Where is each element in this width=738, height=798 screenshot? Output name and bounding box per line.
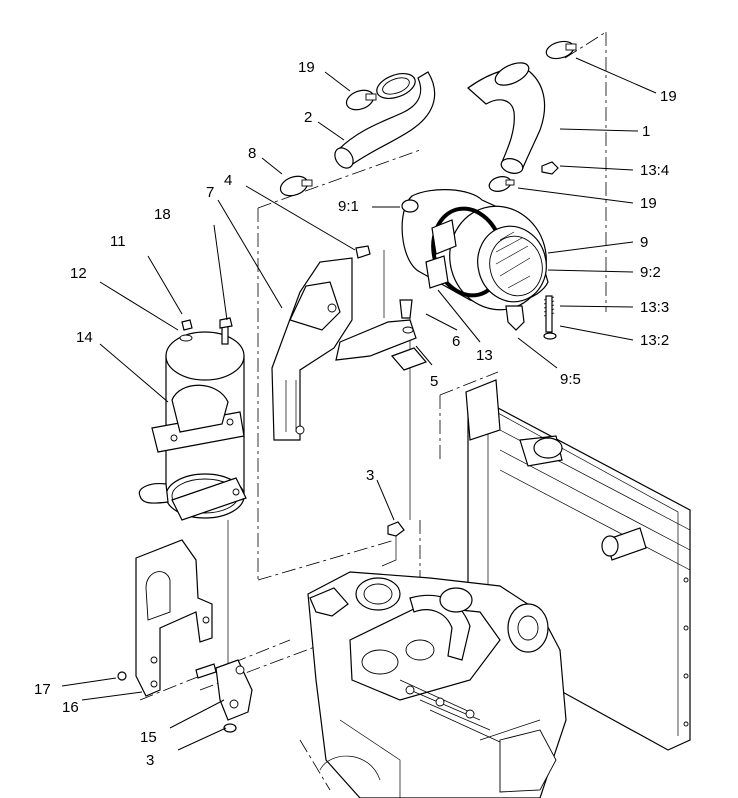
plate-5 bbox=[355, 245, 428, 371]
hose-2 bbox=[334, 71, 436, 169]
callout-13-4: 13:4 bbox=[640, 162, 669, 179]
callout-17: 17 bbox=[34, 681, 51, 698]
callout-6: 6 bbox=[452, 333, 460, 350]
callout-9-1: 9:1 bbox=[338, 198, 359, 215]
callout-16: 16 bbox=[62, 699, 79, 716]
callout-13: 13 bbox=[476, 347, 493, 364]
leader-lines bbox=[61, 57, 657, 751]
callout-9-2: 9:2 bbox=[640, 264, 661, 281]
callout-9: 9 bbox=[640, 234, 648, 251]
bracket-15 bbox=[195, 659, 253, 733]
muffler-14 bbox=[138, 317, 247, 521]
callout-labels: 19 2 8 4 18 7 11 12 14 9:1 19 1 13:4 19 … bbox=[34, 59, 677, 769]
callout-13-3: 13:3 bbox=[640, 299, 669, 316]
callout-2: 2 bbox=[304, 109, 312, 126]
callout-18: 18 bbox=[154, 206, 171, 223]
air-cleaner-9 bbox=[401, 189, 549, 331]
callout-3-upper: 3 bbox=[366, 467, 374, 484]
callout-19-top: 19 bbox=[298, 59, 315, 76]
hose-clamps bbox=[279, 40, 577, 197]
callout-12: 12 bbox=[70, 265, 87, 282]
callout-7: 7 bbox=[206, 184, 214, 201]
callout-19-right-top: 19 bbox=[660, 88, 677, 105]
bracket-7 bbox=[271, 257, 417, 441]
callout-3-lower: 3 bbox=[146, 752, 154, 769]
hardware-13 bbox=[541, 161, 559, 340]
hose-1 bbox=[467, 62, 546, 174]
callout-14: 14 bbox=[76, 329, 93, 346]
callout-4: 4 bbox=[224, 172, 232, 189]
callout-11: 11 bbox=[110, 233, 126, 250]
callout-1: 1 bbox=[642, 123, 650, 140]
heat-shield-16 bbox=[117, 539, 213, 697]
callout-9-5: 9:5 bbox=[560, 371, 581, 388]
engine bbox=[307, 571, 567, 798]
callout-8: 8 bbox=[248, 145, 256, 162]
callout-13-2: 13:2 bbox=[640, 332, 669, 349]
callout-19-right-mid: 19 bbox=[640, 195, 657, 212]
callout-15: 15 bbox=[140, 729, 157, 746]
callout-5: 5 bbox=[430, 373, 438, 390]
nut-3-upper bbox=[381, 521, 405, 567]
